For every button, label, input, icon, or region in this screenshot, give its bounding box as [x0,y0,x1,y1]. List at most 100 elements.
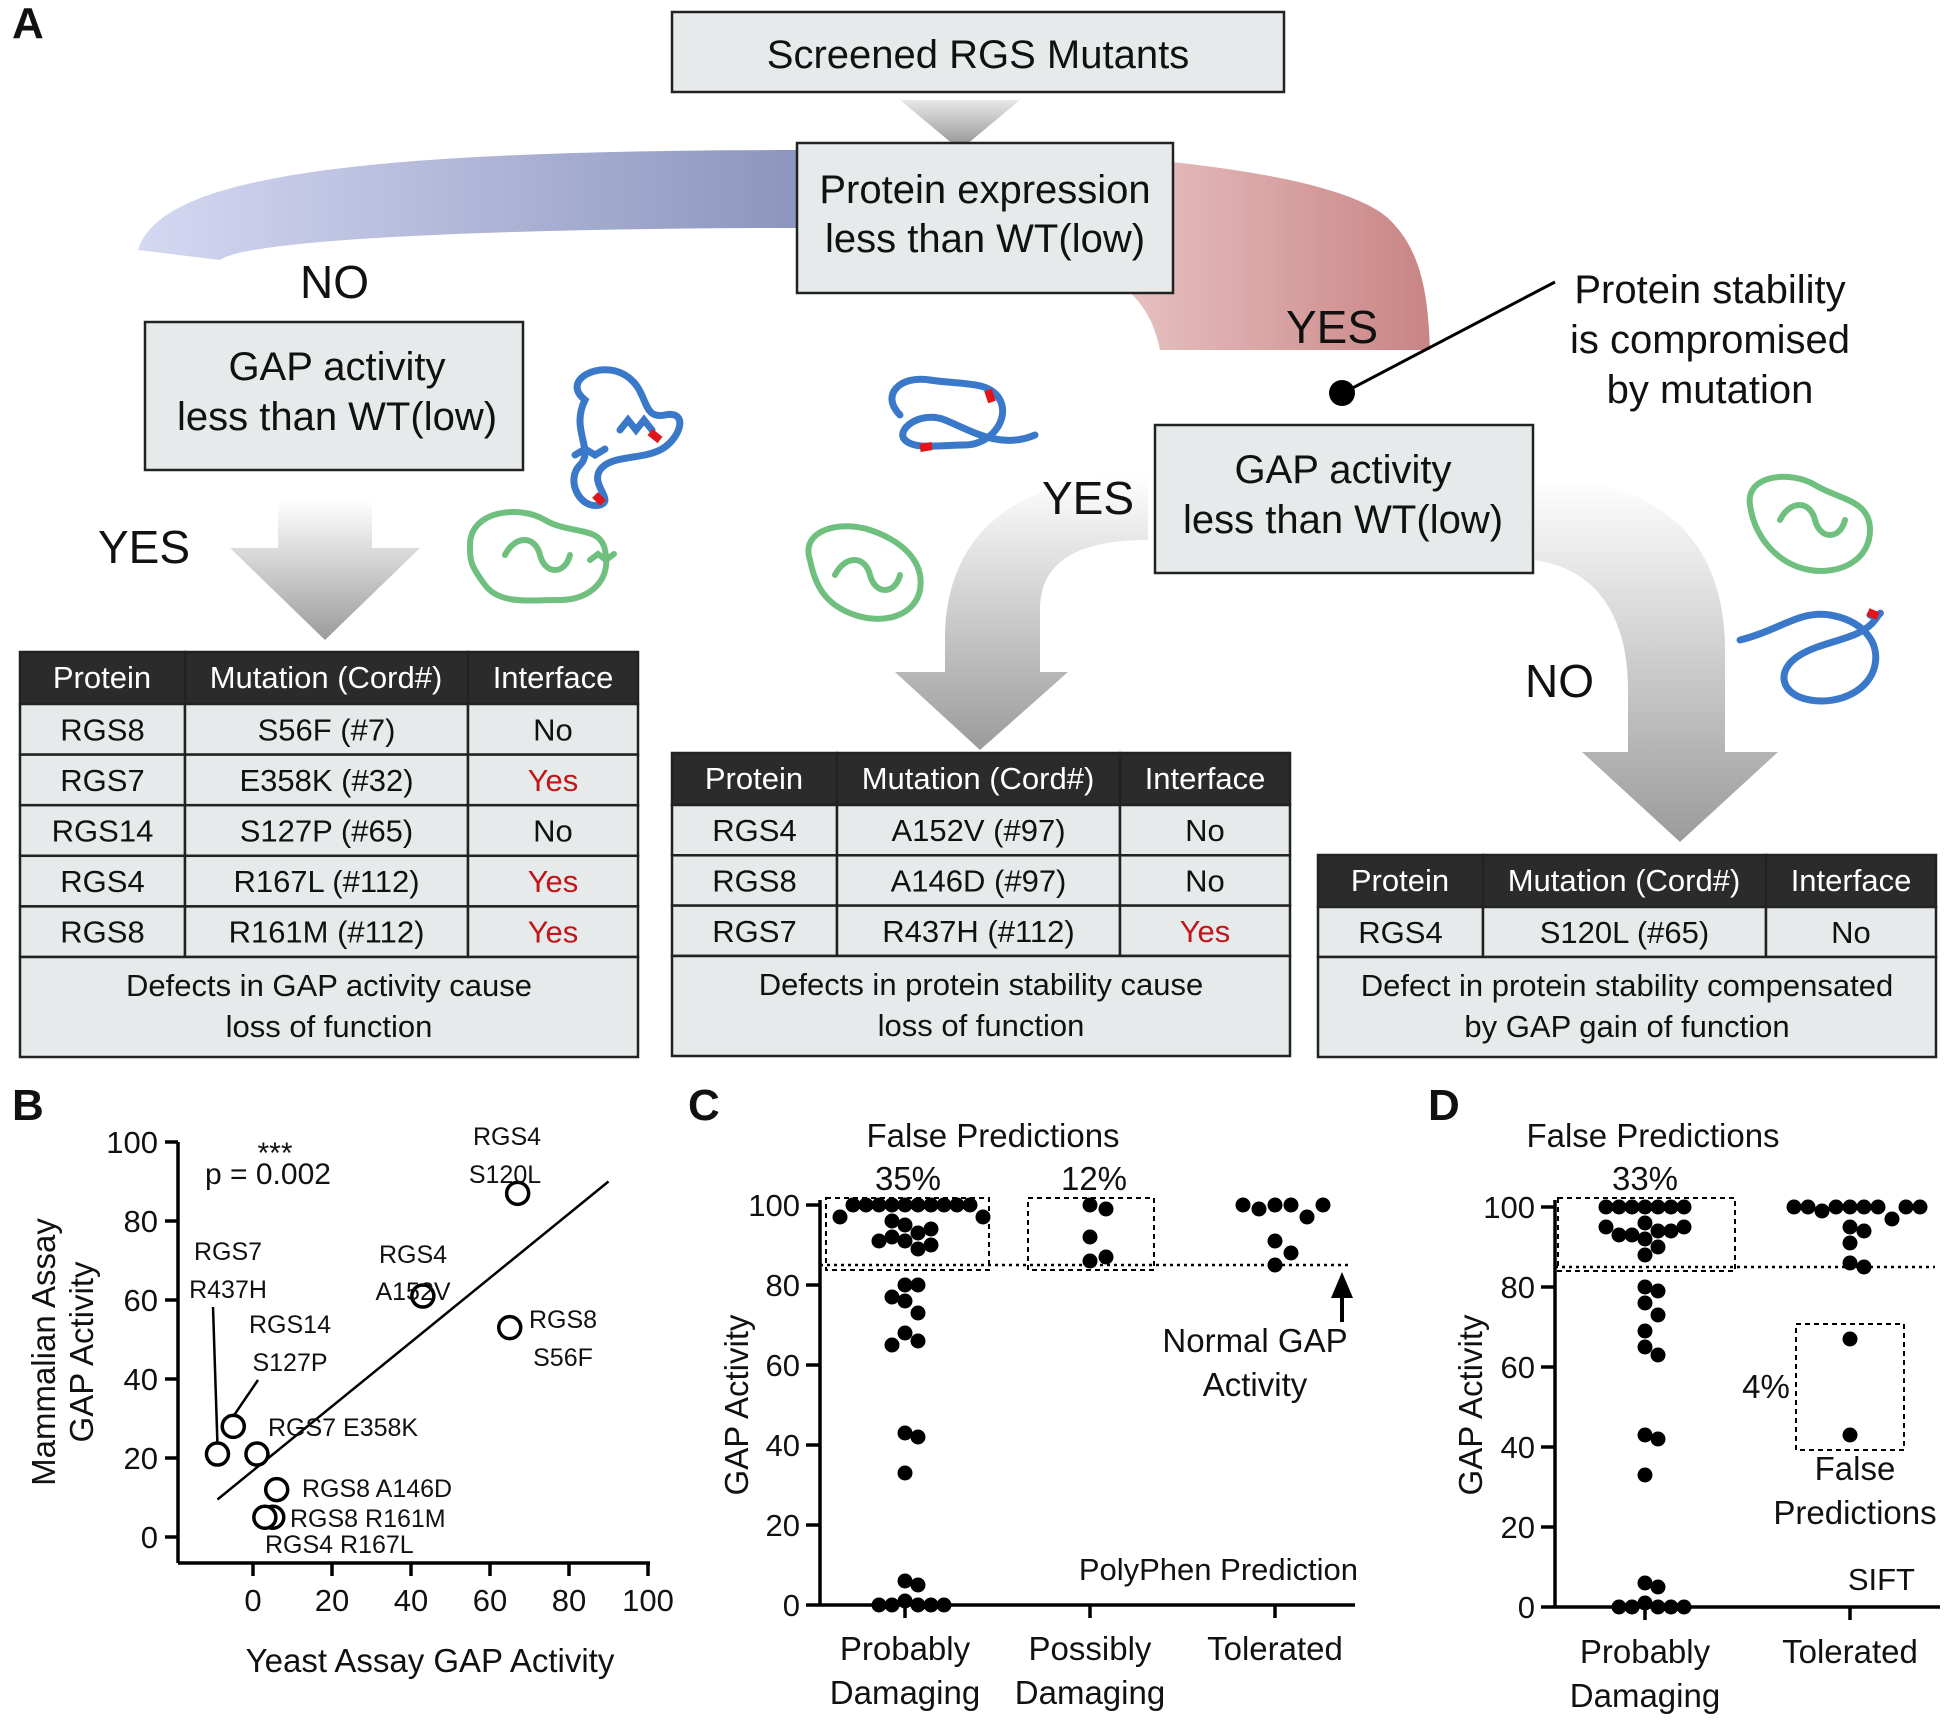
chart-c-point [1267,1233,1283,1249]
chart-b-x-label: Yeast Assay GAP Activity [246,1642,615,1679]
chart-b-point-label: S120L [469,1161,541,1189]
table1-footer-line2: loss of function [226,1009,433,1044]
middle-curved-arrow [895,475,1148,750]
table1-cell-text: E358K (#32) [239,763,413,798]
rgs-protein-cartoon-1 [570,366,684,509]
chart-b-point-label: RGS4 R167L [265,1531,414,1559]
table3-header-protein [1316,853,1485,909]
chart-c-point [871,1597,887,1613]
table2-footer-line1: Defects in protein stability cause [759,967,1204,1002]
table1-cell [183,854,470,908]
table2-cell-text: RGS7 [712,914,796,949]
chart-d-point [1856,1199,1872,1215]
table2-cell-text: A146D (#97) [891,863,1067,898]
chart-d-point [1611,1199,1627,1215]
screened-mutants-label: Screened RGS Mutants [767,33,1189,77]
chart-b-y-tick-label: 80 [124,1204,158,1239]
rgs-protein-cartoon-2 [888,375,1039,450]
chart-d-false-prediction-box [1557,1197,1736,1272]
chart-c-category-label: Damaging [830,1674,980,1711]
chart-b-point [244,1441,270,1467]
chart-d-point [1842,1331,1858,1347]
table1-cell-text: S56F (#7) [258,712,396,747]
left-down-arrow [230,500,420,640]
table2-cell [835,854,1122,907]
chart-c-y-label: GAP Activity [718,1314,755,1495]
table1-cell [18,854,187,908]
chart-c-point [884,1197,900,1213]
yes-label-middle: YES [1042,472,1134,524]
chart-c-point [923,1197,939,1213]
chart-d-point [1637,1215,1653,1231]
table1-cell-text: Yes [528,864,579,899]
chart-c-point [1098,1249,1114,1265]
chart-d-point [1663,1223,1679,1239]
galpha-protein-cartoon-1 [466,509,617,604]
chart-b-point-label: RGS4 [379,1241,447,1269]
chart-d-point [1912,1199,1928,1215]
table3-footer-line2: by GAP gain of function [1464,1009,1789,1044]
no-branch-arc [138,150,800,260]
chart-c-point [884,1337,900,1353]
table2-cell [835,803,1122,857]
chart-c-point [845,1197,861,1213]
chart-d-point [1611,1599,1627,1615]
table1-header-mutation-text: Mutation (Cord#) [210,660,443,695]
table1-cell-text: RGS7 [60,763,144,798]
table2-cell [1118,803,1292,857]
chart-c-point [910,1277,926,1293]
chart-c-point [884,1229,900,1245]
chart-c-point [910,1197,926,1213]
chart-d-point [1624,1199,1640,1215]
chart-b-point-label: A152V [375,1278,450,1306]
chart-c-point [884,1597,900,1613]
chart-b-x-tick-label: 100 [622,1583,674,1618]
chart-c-point [1267,1257,1283,1273]
table2-footer [670,954,1292,1058]
chart-b-x-tick-label: 80 [552,1583,586,1618]
table2-cell-text: RGS8 [712,863,796,898]
table3-cell-text: No [1831,915,1871,950]
chart-d-title: False Predictions [1526,1117,1779,1154]
table2-header-protein-text: Protein [705,761,803,796]
chart-c-point [910,1225,926,1241]
callout-line2: is compromised [1570,318,1850,362]
gap-activity-box-right [1153,423,1535,575]
chart-b-point-label: RGS7 [194,1238,262,1266]
chart-d-category-label: Damaging [1570,1677,1720,1714]
chart-c-point [975,1209,991,1225]
chart-c-y-tick-label: 20 [766,1508,800,1543]
chart-d-point [1624,1227,1640,1243]
chart-d-percent: 4% [1742,1368,1790,1405]
chart-d-point [1786,1199,1802,1215]
rgs-interface-mark-2a [984,388,996,404]
chart-c-threshold-label: Normal GAP [1162,1322,1347,1359]
callout-line [1342,280,1556,395]
chart-c-y-tick-label: 0 [783,1588,800,1623]
chart-d-point [1650,1239,1666,1255]
chart-c-point [858,1197,874,1213]
chart-b-y-label-1: Mammalian Assay [25,1218,62,1486]
chart-d-method-label: SIFT [1848,1562,1915,1597]
chart-d-point [1637,1295,1653,1311]
chart-b-y-label-2: GAP Activity [63,1261,100,1442]
table1-cell [18,803,187,858]
chart-c-percent: 12% [1061,1160,1127,1197]
chart-b-regression-line [216,1180,610,1501]
gap-activity-box-left [143,320,525,472]
chart-d-point [1842,1219,1858,1235]
screened-mutants-box [670,10,1286,94]
table1-cell [18,702,187,756]
chart-c-point [884,1289,900,1305]
chart-c-point [1235,1197,1251,1213]
rgs-protein-cartoon-3 [1736,609,1884,705]
chart-c-point [910,1305,926,1321]
chart-d-point [1676,1219,1692,1235]
chart-d-point [1650,1223,1666,1239]
chart-c-y-tick-label: 100 [748,1188,800,1223]
yes-label-right: YES [1286,301,1378,353]
panel-letter-a: A [12,0,44,48]
